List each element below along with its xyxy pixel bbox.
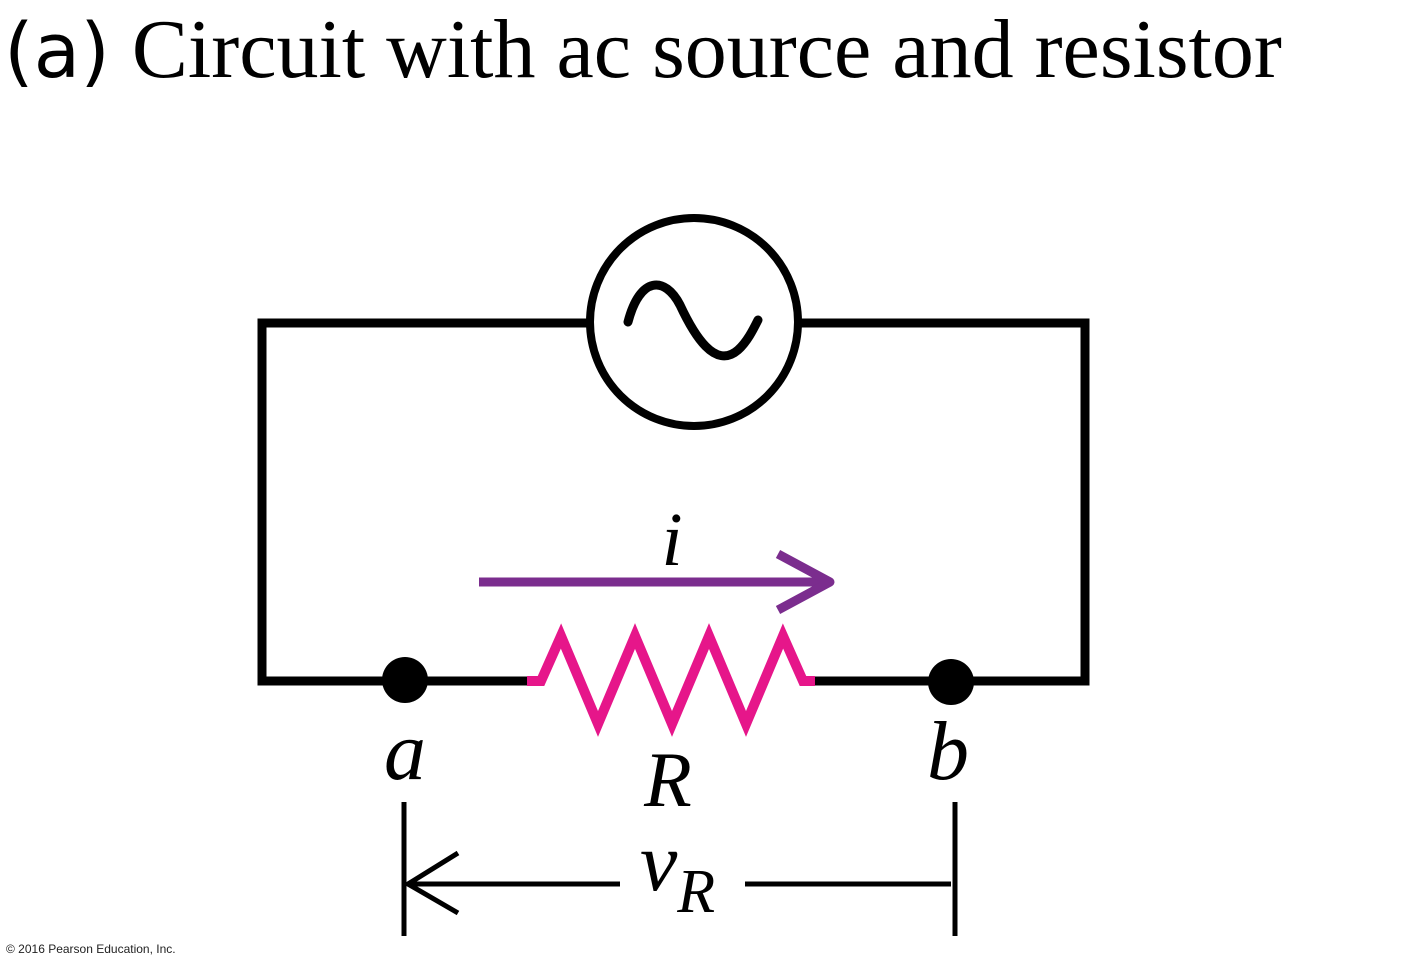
ac-source-sine-icon <box>586 214 802 430</box>
current-arrow-head <box>775 550 835 614</box>
sine-wave-icon <box>623 280 763 361</box>
node-b-label: b <box>927 705 969 798</box>
current-arrow-icon <box>479 550 835 614</box>
current-label: i <box>661 498 682 582</box>
resistor-label: R <box>643 736 692 823</box>
voltage-label-main: v <box>640 816 678 909</box>
wire-left-loop <box>257 318 590 686</box>
voltage-bracket <box>401 802 958 936</box>
voltage-label-subscript: R <box>676 858 715 926</box>
node-a-dot <box>382 657 428 703</box>
ac-source-circle <box>586 214 802 430</box>
figure-title-text: Circuit with ac source and resistor <box>131 3 1282 96</box>
copyright-notice: © 2016 Pearson Education, Inc. <box>6 942 176 956</box>
wire-right-loop <box>798 318 1090 686</box>
node-b-dot <box>928 659 974 705</box>
node-a-label: a <box>384 705 426 798</box>
voltage-label: vR <box>640 816 715 926</box>
figure-title: (a)Circuit with ac source and resistor <box>4 2 1282 99</box>
voltage-arrow-head-icon <box>403 850 460 916</box>
figure-tag: (a) <box>4 6 110 95</box>
resistor-zigzag-icon <box>527 623 815 737</box>
